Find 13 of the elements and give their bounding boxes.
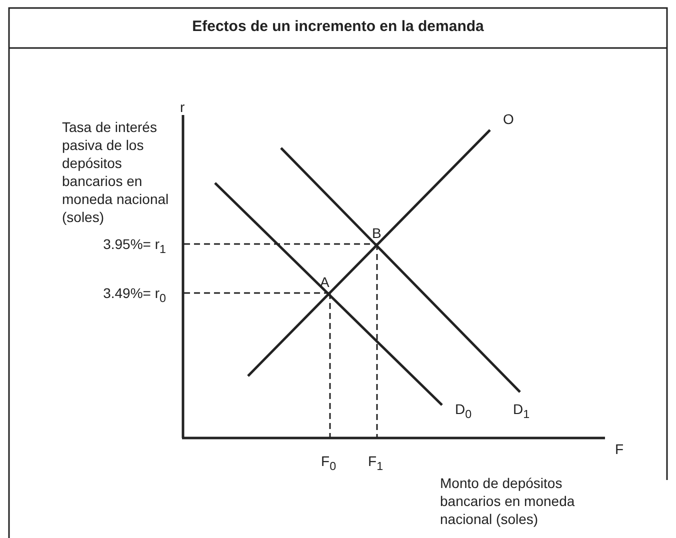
- curve-label: D$_{1}$: [513, 400, 530, 423]
- tick-label: F$_{1}$: [368, 452, 384, 475]
- curve-label: D$_{0}$: [455, 400, 472, 423]
- rate-label: 3.95%= r$_{1}$: [102, 235, 166, 258]
- axis-title: Monto de depósitos bancarios en moneda nacional (soles): [440, 474, 576, 528]
- chart-title: Efectos de un incremento en la demanda: [191, 17, 485, 37]
- point-label: B: [372, 224, 382, 242]
- tick-label: F$_{0}$: [321, 452, 336, 475]
- axis-title: Tasa de interés pasiva de los depósitos bancarios en moneda nacional (soles): [62, 118, 170, 226]
- curve-label: O: [503, 110, 514, 128]
- axis-label: F: [615, 440, 624, 458]
- rate-label: 3.49%= r$_{0}$: [102, 284, 166, 307]
- axis-label: r: [180, 98, 185, 116]
